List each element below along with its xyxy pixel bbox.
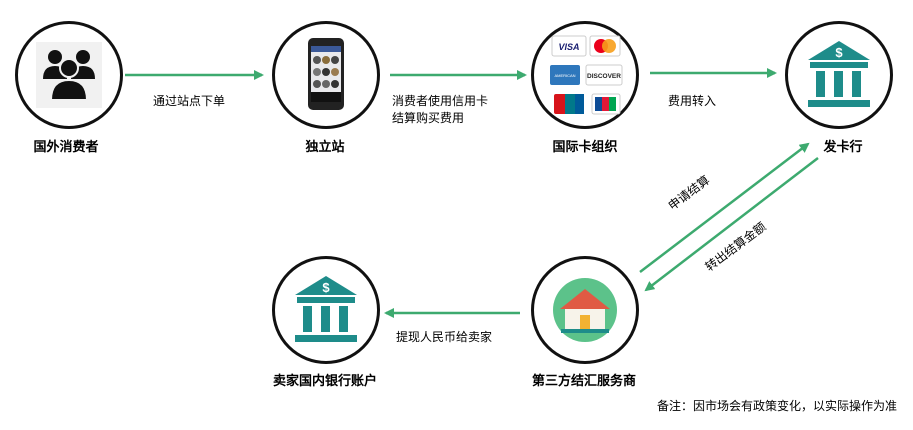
thirdparty-label: 第三方结汇服务商 [531, 374, 637, 389]
site-node [272, 21, 380, 129]
cardorg-label: 国际卡组织 [552, 140, 618, 155]
smartphone-icon [308, 38, 344, 110]
bank-node: $ [785, 21, 893, 129]
edge-label-order: 通过站点下单 [153, 94, 226, 108]
consumer-label: 国外消费者 [33, 140, 99, 155]
bank-icon: $ [808, 41, 870, 107]
svg-text:DISCOVER: DISCOVER [587, 73, 621, 80]
bank-label: 发卡行 [823, 140, 863, 155]
footnote: 备注：因市场会有政策变化，以实际操作为准 [656, 399, 897, 413]
edge-label-pay-line2: 结算购买费用 [392, 111, 465, 125]
house-icon [553, 278, 617, 342]
edge-label-pay-line1: 消费者使用信用卡 [392, 94, 489, 108]
thirdparty-node [531, 256, 639, 364]
edge-label-transfer: 费用转入 [668, 94, 717, 108]
svg-text:VISA: VISA [558, 42, 579, 52]
svg-text:$: $ [322, 280, 330, 295]
cardorg-node: VISA AMERICAN DISCOVER [531, 21, 639, 129]
edge-label-pay: 消费者使用信用卡 结算购买费用 [392, 93, 488, 127]
people-icon [36, 42, 102, 108]
consumer-node [15, 21, 123, 129]
site-label: 独立站 [305, 140, 345, 155]
edge-label-withdraw: 提现人民币给卖家 [396, 330, 493, 344]
seller-bank-label: 卖家国内银行账户 [272, 374, 378, 389]
arrow-thirdparty-to-bank [639, 142, 810, 273]
card-brands-icon: VISA AMERICAN DISCOVER [550, 35, 623, 115]
seller-bank-node: $ [272, 256, 380, 364]
svg-text:$: $ [835, 45, 843, 60]
arrow-bank-to-thirdparty [644, 157, 819, 292]
svg-text:AMERICAN: AMERICAN [554, 73, 575, 78]
seller-bank-icon: $ [295, 276, 357, 342]
